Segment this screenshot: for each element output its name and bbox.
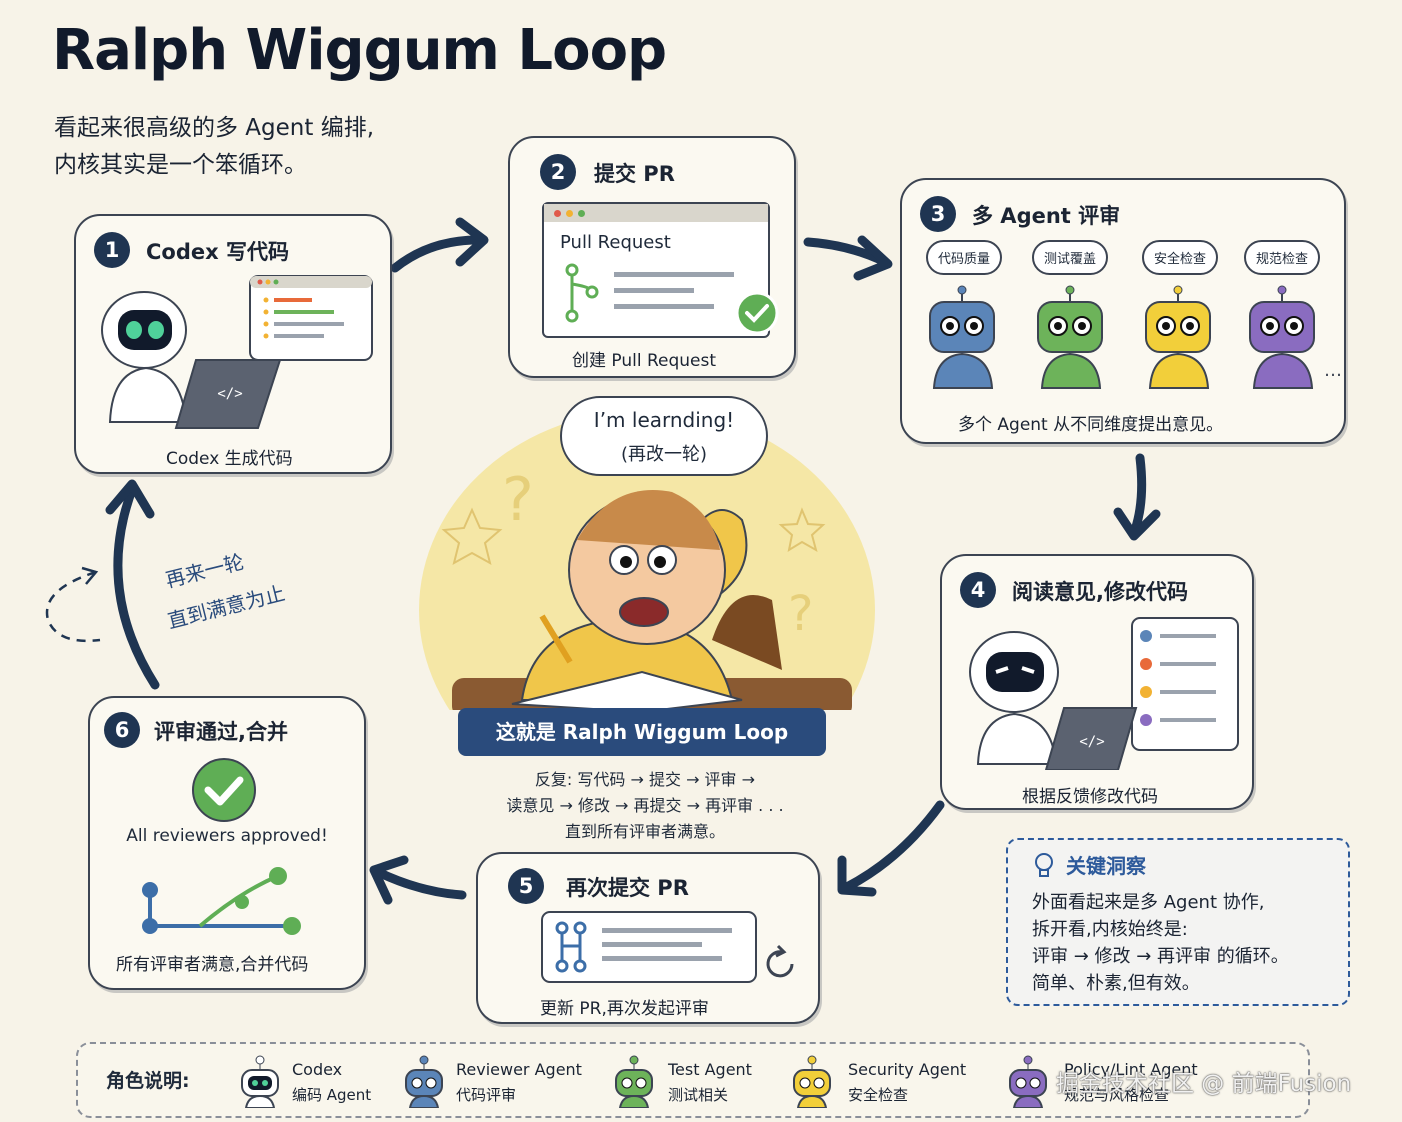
- center-desc-1: 反复: 写代码 → 提交 → 评审 →: [534, 770, 756, 789]
- step-caption: 多个 Agent 从不同维度提出意见。: [958, 415, 1224, 435]
- legend-sub-test: 测试相关: [668, 1086, 729, 1104]
- step-caption: 所有评审者满意,合并代码: [116, 955, 309, 975]
- step-2-card: 2 提交 PR Pull Request 创建 Pull Request: [508, 136, 796, 378]
- step-title: 多 Agent 评审: [972, 204, 1121, 228]
- insight-line-2: 拆开看,内核始终是:: [1032, 919, 1188, 940]
- insight-line-1: 外面看起来是多 Agent 协作,: [1032, 892, 1265, 913]
- updated-pr-illustration: [541, 911, 794, 983]
- step-badge: 6: [104, 712, 140, 748]
- legend-sub-reviewer: 代码评审: [456, 1086, 517, 1104]
- approved-text: All reviewers approved!: [126, 826, 328, 846]
- test-agent-icon: [615, 1055, 653, 1108]
- ralph-illustration: ? ?: [419, 410, 875, 710]
- policy-lint-agent-icon: [1009, 1055, 1047, 1108]
- reviewer-robot-blue-icon: [929, 285, 995, 389]
- step-title: Codex 写代码: [146, 240, 289, 264]
- subtitle-line-2: 内核其实是一个笨循环。: [54, 152, 307, 178]
- refresh-icon: [766, 950, 794, 978]
- svg-text:…: …: [1324, 360, 1340, 381]
- reviewer-robot-green-icon: [1037, 285, 1103, 389]
- center-banner: 这就是 Ralph Wiggum Loop: [458, 708, 826, 756]
- step-badge: 3: [920, 196, 956, 232]
- review-bubble-quality: 代码质量: [926, 240, 1002, 275]
- svg-text:?: ?: [502, 465, 534, 535]
- reviewer-robots: …: [929, 285, 1340, 389]
- legend-name-security: Security Agent: [848, 1060, 967, 1079]
- merge-graph-icon: [142, 867, 301, 935]
- dashed-loop-icon: [45, 570, 101, 642]
- step-title: 阅读意见,修改代码: [1012, 580, 1188, 604]
- step-title: 评审通过,合并: [154, 720, 288, 744]
- arrow-5-to-6: [373, 867, 467, 900]
- insight-box: 关键洞察 外面看起来是多 Agent 协作, 拆开看,内核始终是: 评审 → 修…: [1006, 838, 1350, 1006]
- arrow-1-to-2: [390, 235, 483, 273]
- step-badge: 2: [540, 154, 576, 190]
- review-bubble-tests: 测试覆盖: [1032, 240, 1108, 275]
- center-desc-2: 读意见 → 修改 → 再提交 → 再评审 . . .: [506, 796, 784, 815]
- review-bubble-security: 安全检查: [1142, 240, 1218, 275]
- review-bubble-policy: 规范检查: [1244, 240, 1320, 275]
- legend: 角色说明: Codex 编码 Agent Reviewer Agent 代码评审…: [76, 1042, 1310, 1118]
- step-3-card: 3 多 Agent 评审 代码质量 测试覆盖 安全检查 规范检查: [900, 178, 1346, 444]
- step-caption: 创建 Pull Request: [572, 351, 717, 371]
- robot-fixing-illustration: </>: [969, 617, 1239, 770]
- step-4-card: 4 阅读意见,修改代码 </> 根据反馈修改代码: [940, 554, 1254, 810]
- check-circle-icon: [735, 291, 779, 335]
- lightbulb-icon: [1035, 853, 1053, 877]
- legend-label: 角色说明:: [106, 1070, 190, 1092]
- legend-sub-codex: 编码 Agent: [292, 1086, 372, 1104]
- insight-line-3: 评审 → 修改 → 再评审 的循环。: [1032, 946, 1289, 967]
- speech-bubble: I’m learnding! (再改一轮): [560, 396, 768, 476]
- step-badge: 4: [960, 572, 996, 608]
- center-desc-3: 直到所有评审者满意。: [564, 822, 725, 841]
- insight-line-4: 简单、朴素,但有效。: [1032, 973, 1200, 994]
- legend-name-codex: Codex: [292, 1060, 343, 1079]
- arrow-3-to-4: [1130, 453, 1147, 535]
- step-title: 提交 PR: [594, 162, 675, 186]
- svg-text:?: ?: [788, 586, 813, 642]
- arrow-6-to-1: [113, 485, 160, 690]
- approved-check-icon: [192, 758, 256, 822]
- watermark: 掘金技术社区 @ 前端Fusion: [1056, 1071, 1352, 1097]
- legend-name-reviewer: Reviewer Agent: [456, 1060, 582, 1079]
- robot-coding-illustration: </>: [101, 275, 373, 429]
- codex-robot-icon: [241, 1055, 279, 1108]
- legend-name-test: Test Agent: [668, 1060, 752, 1079]
- step-badge: 1: [94, 232, 130, 268]
- speech-line-1: I’m learnding!: [593, 408, 735, 432]
- step-title: 再次提交 PR: [566, 876, 689, 900]
- page-title: Ralph Wiggum Loop: [52, 18, 667, 83]
- step-badge: 5: [508, 868, 544, 904]
- insight-title: 关键洞察: [1066, 854, 1146, 878]
- reviewer-robot-yellow-icon: [1145, 285, 1211, 389]
- step-5-card: 5 再次提交 PR 更新 PR,再次发起评审: [476, 852, 820, 1024]
- legend-sub-policy: 规范与风格检查: [1064, 1086, 1170, 1104]
- step-1-card: 1 Codex 写代码 </> Codex 生成代码: [74, 214, 392, 474]
- reviewer-agent-icon: [405, 1055, 443, 1108]
- pull-request-window: Pull Request: [542, 202, 770, 338]
- legend-sub-security: 安全检查: [848, 1086, 909, 1104]
- svg-text:</>: </>: [217, 386, 242, 402]
- step-caption: 更新 PR,再次发起评审: [540, 999, 709, 1019]
- window-title: Pull Request: [560, 232, 671, 253]
- speech-line-2: (再改一轮): [620, 444, 708, 465]
- security-agent-icon: [793, 1055, 831, 1108]
- step-caption: 根据反馈修改代码: [1022, 787, 1158, 807]
- step-caption: Codex 生成代码: [166, 449, 293, 469]
- git-branch-icon: [565, 263, 734, 323]
- arrow-4-to-5: [840, 800, 945, 893]
- subtitle-line-1: 看起来很高级的多 Agent 编排,: [54, 115, 375, 141]
- reviewer-robot-purple-icon: …: [1249, 285, 1340, 389]
- step-6-card: 6 评审通过,合并 All reviewers approved! 所有评审者满…: [88, 696, 366, 990]
- legend-name-policy: Policy/Lint Agent: [1064, 1060, 1198, 1079]
- svg-text:</>: </>: [1079, 734, 1104, 750]
